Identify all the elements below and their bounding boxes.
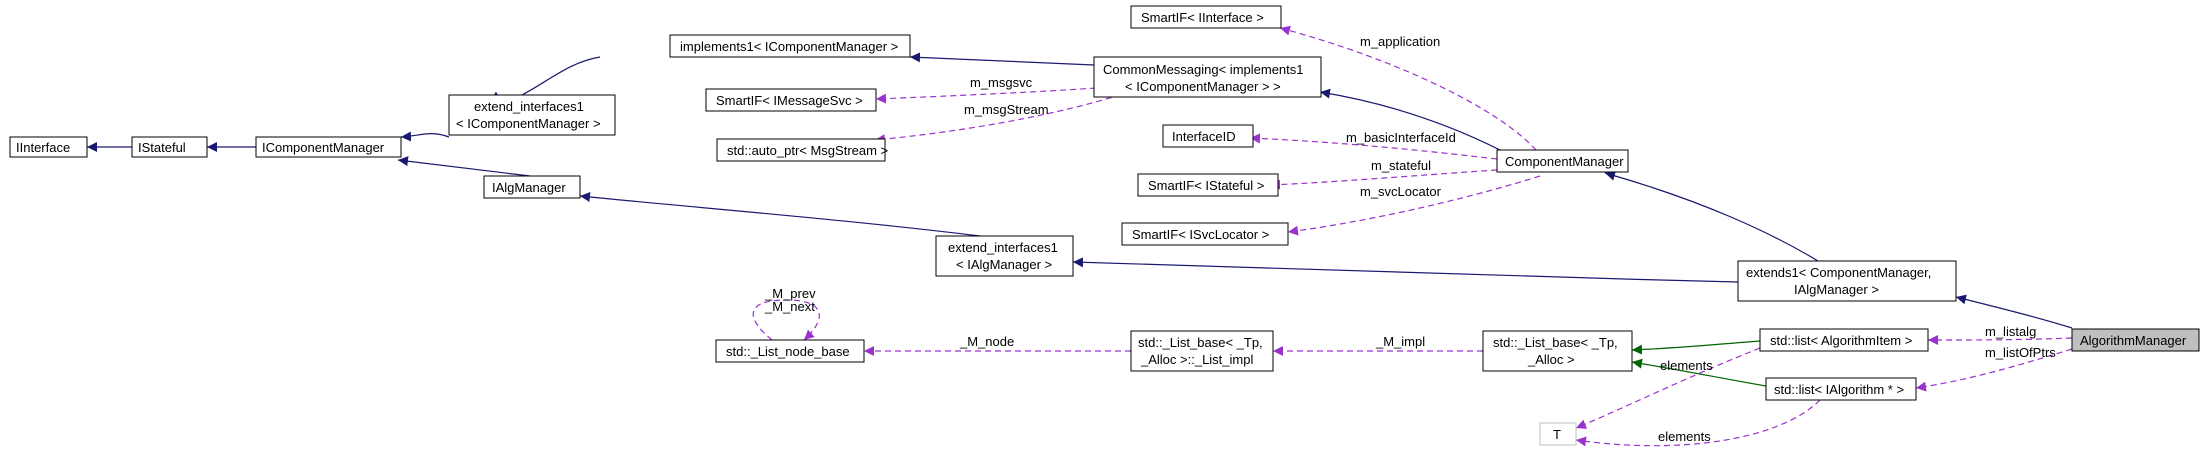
node-label: ComponentManager — [1505, 154, 1624, 169]
label-m-basicinterfaceid: m_basicInterfaceId — [1346, 130, 1456, 145]
node-algorithmmanager[interactable]: AlgorithmManager — [2071, 328, 2200, 352]
node-label: < IComponentManager > — [456, 116, 601, 131]
edge-m-svclocator — [1287, 175, 1541, 236]
node-label: std::auto_ptr< MsgStream > — [727, 143, 888, 158]
node-extend-interfaces1-icm[interactable]: extend_interfaces1 < IComponentManager > — [448, 94, 616, 136]
edge-commonmessaging-implements1 — [909, 52, 1095, 66]
node-label: IAlgManager — [492, 180, 566, 195]
edge-m-stateful — [1269, 169, 1498, 190]
edge-m-msgstream — [874, 87, 1141, 145]
node-list-node-base[interactable]: std::_List_node_base — [715, 339, 865, 363]
node-label: std::list< AlgorithmItem > — [1770, 333, 1912, 348]
label-m-prev: _M_prev — [764, 286, 816, 301]
edge-extend-iam-ialgmanager — [579, 192, 981, 237]
node-label: extends1< ComponentManager, — [1746, 265, 1931, 280]
node-label: std::_List_node_base — [726, 344, 850, 359]
node-ialgmanager[interactable]: IAlgManager — [483, 175, 581, 199]
edge-ialgmanager-icm — [397, 156, 531, 177]
node-label: AlgorithmManager — [2080, 333, 2187, 348]
edge-algorithmmanager-extends1 — [1955, 294, 2073, 329]
node-label: IStateful — [138, 140, 186, 155]
node-label: IInterface — [16, 140, 70, 155]
node-t[interactable]: T — [1539, 422, 1577, 446]
node-extend-interfaces1-iam[interactable]: extend_interfaces1 < IAlgManager > — [935, 235, 1074, 277]
edge-componentmanager-commonmessaging — [1319, 88, 1501, 151]
node-list-ialgorithm-ptr[interactable]: std::list< IAlgorithm * > — [1765, 377, 1917, 401]
edge-list-algitem-list-base — [1631, 340, 1761, 355]
node-istateful[interactable]: IStateful — [131, 136, 208, 158]
edge-labels: m_application m_msgsvc m_msgStream m_bas… — [764, 34, 2056, 444]
edge-implements1-extend-icm — [489, 56, 601, 102]
node-label: SmartIF< IMessageSvc > — [716, 93, 863, 108]
edge-m-prev-m-next — [752, 299, 820, 341]
edge-m-basicinterfaceid — [1249, 133, 1498, 160]
edge-m-msgsvc — [875, 87, 1097, 104]
label-m-impl: _M_impl — [1375, 334, 1425, 349]
edge-m-application — [1279, 25, 1537, 151]
node-label: implements1< IComponentManager > — [680, 39, 898, 54]
edge-m-listalg — [1927, 334, 2073, 345]
edge-extends1-componentmanager — [1604, 170, 1819, 262]
node-list-base[interactable]: std::_List_base< _Tp, _Alloc > — [1482, 330, 1633, 372]
node-extends1[interactable]: extends1< ComponentManager, IAlgManager … — [1737, 260, 1957, 302]
node-smartif-iinterface[interactable]: SmartIF< IInterface > — [1130, 5, 1282, 29]
label-m-msgstream: m_msgStream — [964, 102, 1049, 117]
label-m-application: m_application — [1360, 34, 1440, 49]
label-m-msgsvc: m_msgsvc — [970, 75, 1033, 90]
node-label: SmartIF< IStateful > — [1148, 178, 1264, 193]
node-label: SmartIF< ISvcLocator > — [1132, 227, 1269, 242]
label-elements-b: elements — [1658, 429, 1711, 444]
node-label: T — [1553, 427, 1561, 442]
node-icomponentmanager[interactable]: IComponentManager — [255, 136, 402, 158]
node-label: < IComponentManager > > — [1125, 79, 1281, 94]
edge-extends1-extend-iam — [1072, 257, 1739, 283]
node-label: extend_interfaces1 — [474, 99, 584, 114]
node-label: InterfaceID — [1172, 129, 1236, 144]
nodes: IInterface IStateful IComponentManager e… — [9, 5, 2200, 446]
node-list-algorithmitem[interactable]: std::list< AlgorithmItem > — [1759, 328, 1929, 352]
node-interfaceid[interactable]: InterfaceID — [1162, 124, 1254, 148]
node-label: std::_List_base< _Tp, — [1493, 335, 1618, 350]
label-m-listalg: m_listalg — [1985, 324, 2036, 339]
node-label: SmartIF< IInterface > — [1141, 10, 1264, 25]
node-smartif-isvclocator[interactable]: SmartIF< ISvcLocator > — [1121, 222, 1289, 246]
edge-m-listofptrs — [1915, 348, 2073, 392]
node-list-impl[interactable]: std::_List_base< _Tp, _Alloc >::_List_im… — [1130, 330, 1274, 372]
label-m-next: _M_next — [764, 299, 815, 314]
node-label: std::list< IAlgorithm * > — [1774, 382, 1904, 397]
node-commonmessaging[interactable]: CommonMessaging< implements1 < IComponen… — [1093, 56, 1322, 98]
edge-list-ialg-list-base — [1631, 358, 1767, 387]
node-label: IComponentManager — [262, 140, 385, 155]
node-label: IAlgManager > — [1794, 282, 1879, 297]
edge-extend-icm-icm — [400, 131, 450, 142]
label-m-listofptrs: m_listOfPtrs — [1985, 345, 2056, 360]
edges — [87, 25, 2073, 447]
label-m-node: _M_node — [959, 334, 1014, 349]
label-m-stateful: m_stateful — [1371, 158, 1431, 173]
node-componentmanager[interactable]: ComponentManager — [1496, 149, 1629, 173]
edge-elements-ialg-t — [1575, 399, 1821, 447]
node-smartif-imessagesvc[interactable]: SmartIF< IMessageSvc > — [705, 88, 877, 112]
node-smartif-istateful[interactable]: SmartIF< IStateful > — [1137, 173, 1279, 197]
node-iinterface[interactable]: IInterface — [9, 136, 88, 158]
node-label: extend_interfaces1 — [948, 240, 1058, 255]
node-label: CommonMessaging< implements1 — [1103, 62, 1304, 77]
node-label: < IAlgManager > — [956, 257, 1052, 272]
node-auto-ptr-msgstream[interactable]: std::auto_ptr< MsgStream > — [716, 138, 888, 162]
label-m-svclocator: m_svcLocator — [1360, 184, 1442, 199]
edge-elements-algitem-t — [1575, 347, 1761, 429]
label-elements-a: elements — [1660, 358, 1713, 373]
node-label: _Alloc >::_List_impl — [1140, 352, 1253, 367]
node-label: _Alloc > — [1527, 352, 1575, 367]
node-label: std::_List_base< _Tp, — [1138, 335, 1263, 350]
node-implements1-icm[interactable]: implements1< IComponentManager > — [669, 34, 911, 58]
